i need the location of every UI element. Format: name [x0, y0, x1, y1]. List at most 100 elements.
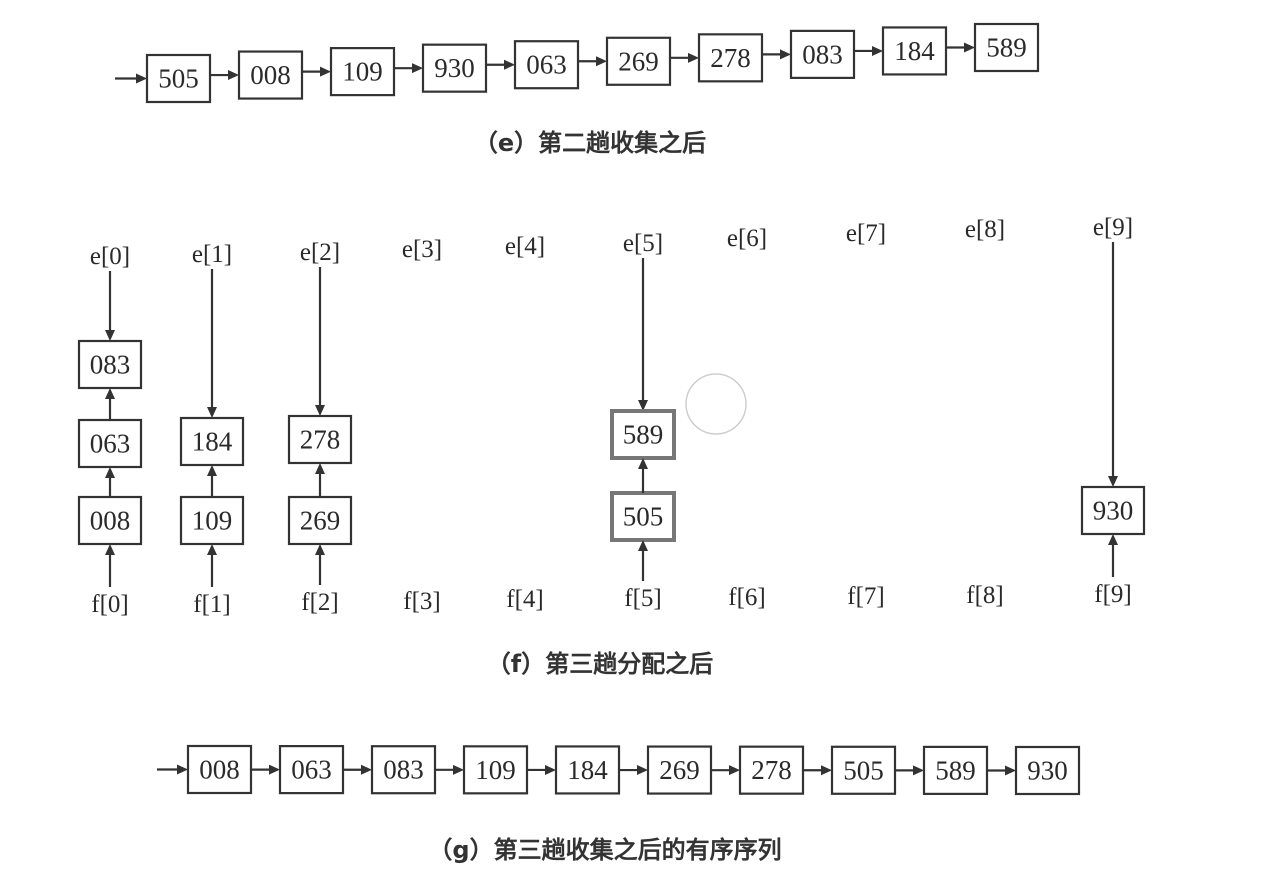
- head-pointer-arrow-head: [105, 330, 115, 341]
- bucket-head-label: e[8]: [965, 216, 1005, 243]
- record-value: 930: [1027, 756, 1068, 786]
- record-value: 008: [250, 60, 291, 90]
- tail-pointer-arrow-head: [315, 544, 325, 555]
- link-arrow-head: [504, 59, 515, 70]
- bucket-tail-label: f[3]: [403, 588, 440, 615]
- record-value: 063: [291, 755, 332, 785]
- bucket-head-label: e[1]: [192, 241, 232, 268]
- record-value: 109: [475, 755, 516, 785]
- record-box: [179, 495, 245, 546]
- record-box: [329, 47, 396, 97]
- record-box: [77, 418, 143, 469]
- record-box: [370, 745, 437, 795]
- bucket-head-label: e[3]: [402, 236, 442, 263]
- record-box: [605, 36, 672, 86]
- record-value: 269: [300, 506, 341, 536]
- link-arrow-head: [315, 463, 325, 474]
- record-value: 109: [192, 506, 233, 536]
- tail-pointer-arrow-head: [1108, 534, 1118, 545]
- caption-g: （g）第三趟收集之后的有序序列: [428, 836, 781, 864]
- record-box: [287, 414, 353, 465]
- record-value: 589: [623, 420, 664, 450]
- bucket-tail-label: f[7]: [847, 583, 884, 610]
- link-arrow-head: [177, 764, 188, 775]
- record-box: [145, 53, 212, 104]
- bucket-tail-label: f[4]: [506, 586, 543, 613]
- link-arrow-head: [412, 63, 423, 74]
- bucket-tail-label: f[1]: [193, 591, 230, 618]
- link-arrow-head: [688, 52, 699, 63]
- link-arrow-head: [136, 73, 147, 84]
- link-arrow-head: [453, 764, 464, 775]
- link-arrow-head: [780, 49, 791, 60]
- record-box: [462, 745, 529, 795]
- bucket-head-label: e[9]: [1093, 214, 1133, 241]
- record-value: 278: [710, 43, 751, 73]
- link-arrow-head: [638, 458, 648, 469]
- record-box: [1014, 745, 1081, 796]
- head-pointer-arrow-head: [1108, 476, 1118, 487]
- bucket-head-label: e[5]: [623, 230, 663, 257]
- record-box: [237, 50, 304, 100]
- record-value: 083: [90, 350, 131, 380]
- record-box: [697, 33, 764, 83]
- record-value: 505: [158, 64, 199, 94]
- record-box: [278, 745, 345, 795]
- link-arrow-head: [964, 42, 975, 53]
- bucket-tail-label: f[6]: [728, 584, 765, 611]
- tail-pointer-arrow-head: [105, 544, 115, 555]
- link-arrow-head: [105, 467, 115, 478]
- link-arrow-head: [872, 45, 883, 56]
- record-value: 083: [383, 755, 424, 785]
- bucket-tail-label: f[2]: [301, 589, 338, 616]
- record-box: [881, 26, 948, 76]
- link-arrow-head: [207, 465, 217, 476]
- bucket-tail-label: f[9]: [1094, 581, 1131, 608]
- record-value: 063: [526, 50, 567, 80]
- link-arrow-head: [361, 764, 372, 775]
- bucket-head-label: e[0]: [90, 243, 130, 270]
- link-arrow-head: [637, 765, 648, 776]
- link-arrow-head: [228, 70, 239, 81]
- record-box: [789, 29, 856, 79]
- bucket-tail-label: f[8]: [966, 582, 1003, 609]
- record-value: 008: [199, 755, 240, 785]
- panel-f-distribution: e[0]f[0]008063083e[1]f[1]109184e[2]f[2]2…: [77, 214, 1146, 618]
- record-value: 184: [567, 755, 608, 785]
- tail-pointer-arrow-head: [638, 540, 648, 551]
- bucket-tail-label: f[0]: [91, 591, 128, 618]
- record-value: 063: [90, 429, 131, 459]
- record-value: 505: [843, 755, 884, 785]
- record-value: 589: [935, 755, 976, 785]
- cursor-ring-icon: [685, 373, 747, 435]
- record-box: [973, 22, 1040, 73]
- record-box: [738, 745, 805, 795]
- record-box: [179, 416, 245, 467]
- record-value: 930: [434, 53, 475, 83]
- link-arrow-head: [320, 66, 331, 77]
- record-value: 184: [894, 36, 935, 66]
- link-arrow-head: [545, 764, 556, 775]
- link-arrow-head: [729, 765, 740, 776]
- record-value: 930: [1093, 496, 1134, 526]
- record-value: 505: [623, 502, 664, 532]
- record-box: [287, 495, 353, 546]
- record-value: 278: [300, 425, 341, 455]
- link-arrow-head: [105, 388, 115, 399]
- record-box: [922, 745, 989, 795]
- head-pointer-arrow-head: [638, 400, 648, 411]
- record-value: 109: [342, 57, 383, 87]
- bucket-head-label: e[6]: [727, 225, 767, 252]
- bucket-tail-label: f[5]: [624, 585, 661, 612]
- record-value: 269: [659, 755, 700, 785]
- caption-e: （e）第二趟收集之后: [474, 129, 706, 157]
- record-box: [646, 745, 713, 795]
- link-arrow-head: [596, 56, 607, 67]
- head-pointer-arrow-head: [315, 405, 325, 416]
- record-value: 008: [90, 506, 131, 536]
- tail-pointer-arrow-head: [207, 544, 217, 555]
